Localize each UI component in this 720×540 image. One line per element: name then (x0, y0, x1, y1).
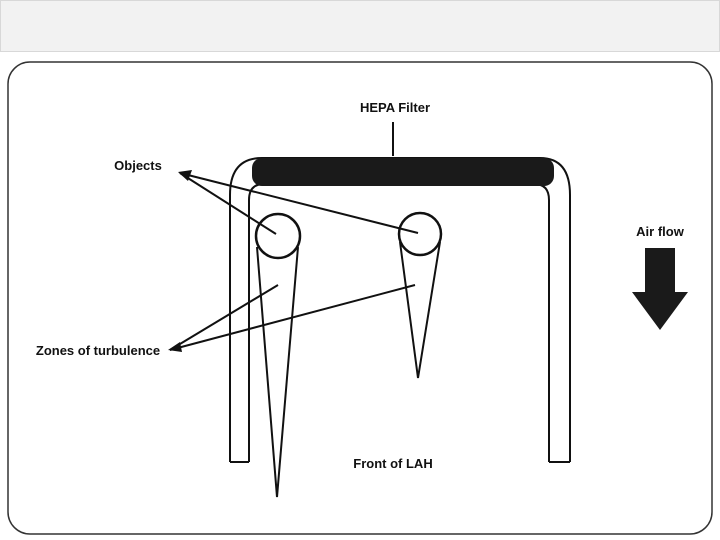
turbulence-pointer-arrowhead (168, 342, 182, 352)
title-bar (0, 0, 720, 52)
turbulence-pointer-right (169, 284, 416, 351)
label-objects: Objects (114, 158, 162, 173)
label-air-flow: Air flow (636, 224, 685, 239)
objects-pointer-right (179, 172, 419, 234)
objects-pointer-arrowhead (178, 170, 192, 181)
object-left (254, 212, 302, 260)
label-hepa-filter: HEPA Filter (360, 100, 430, 115)
object-right (397, 211, 443, 257)
turbulence-zone-left (256, 246, 299, 498)
turbulence-pointer-left (169, 284, 279, 351)
airflow-down-arrow (632, 248, 688, 330)
label-front-of-lah: Front of LAH (353, 456, 432, 471)
objects-pointer-left (179, 172, 277, 235)
hepa-filter-bar (252, 158, 554, 186)
label-zones-of-turbulence: Zones of turbulence (36, 343, 160, 358)
